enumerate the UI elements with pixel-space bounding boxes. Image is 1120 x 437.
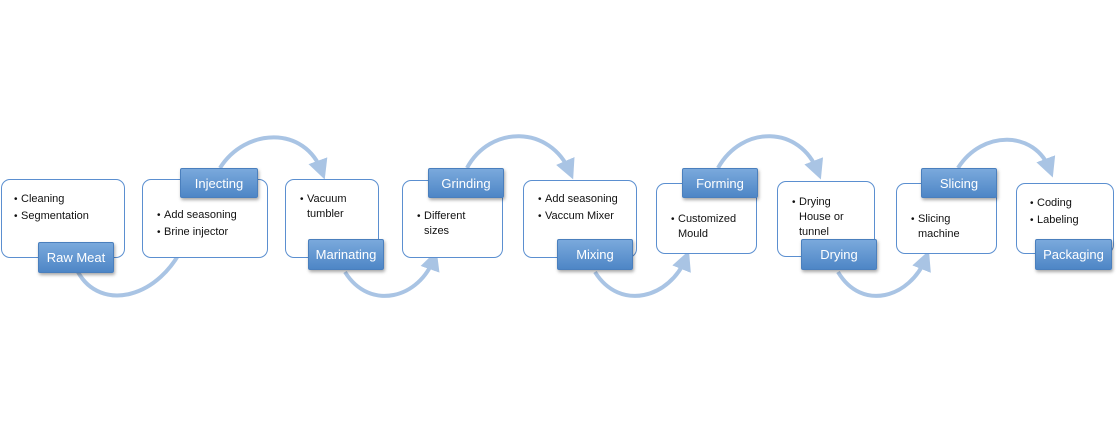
step-item: Labeling [1030, 213, 1113, 228]
step-label-marinating: Marinating [308, 239, 384, 270]
step-items: Add seasoning Vaccum Mixer [538, 192, 628, 224]
step-label-drying: Drying [801, 239, 877, 270]
step-items: Vacuum tumbler [300, 192, 368, 222]
step-label-raw-meat: Raw Meat [38, 242, 114, 273]
step-label-grinding: Grinding [428, 168, 504, 198]
step-item: Add seasoning [538, 192, 628, 207]
step-items: Cleaning Segmentation [14, 192, 124, 224]
arrow-drying-to-slicing-icon [836, 250, 931, 298]
arrow-raw-meat-to-injecting-icon [76, 234, 190, 298]
arrow-marinating-to-grinding-icon [343, 250, 440, 298]
step-item: Segmentation [14, 209, 124, 224]
step-label-packaging: Packaging [1035, 239, 1112, 270]
arrow-grinding-to-mixing-icon [465, 134, 575, 180]
step-label-forming: Forming [682, 168, 758, 198]
arrow-mixing-to-forming-icon [593, 250, 691, 298]
step-items: Coding Labeling [1030, 196, 1113, 228]
step-items: Different sizes [417, 209, 472, 239]
step-item: Different sizes [417, 209, 472, 239]
step-item: Customized Mould [671, 212, 746, 242]
step-label-slicing: Slicing [921, 168, 997, 198]
step-item: Add seasoning [157, 208, 267, 223]
step-item: Slicing machine [911, 212, 972, 242]
step-items: Slicing machine [911, 212, 972, 242]
step-items: Customized Mould [671, 212, 746, 242]
arrow-forming-to-drying-icon [716, 134, 824, 180]
step-items: Add seasoning Brine injector [157, 208, 267, 240]
step-item: Cleaning [14, 192, 124, 207]
step-label-mixing: Mixing [557, 239, 633, 270]
arrow-slicing-to-packaging-icon [956, 137, 1056, 178]
step-item: Drying House or tunnel [792, 195, 852, 240]
step-items: Drying House or tunnel [792, 195, 852, 240]
step-item: Vacuum tumbler [300, 192, 368, 222]
step-item: Vaccum Mixer [538, 209, 628, 224]
step-label-injecting: Injecting [180, 168, 258, 198]
step-item: Brine injector [157, 225, 267, 240]
arrow-injecting-to-marinating-icon [218, 135, 328, 180]
step-item: Coding [1030, 196, 1113, 211]
